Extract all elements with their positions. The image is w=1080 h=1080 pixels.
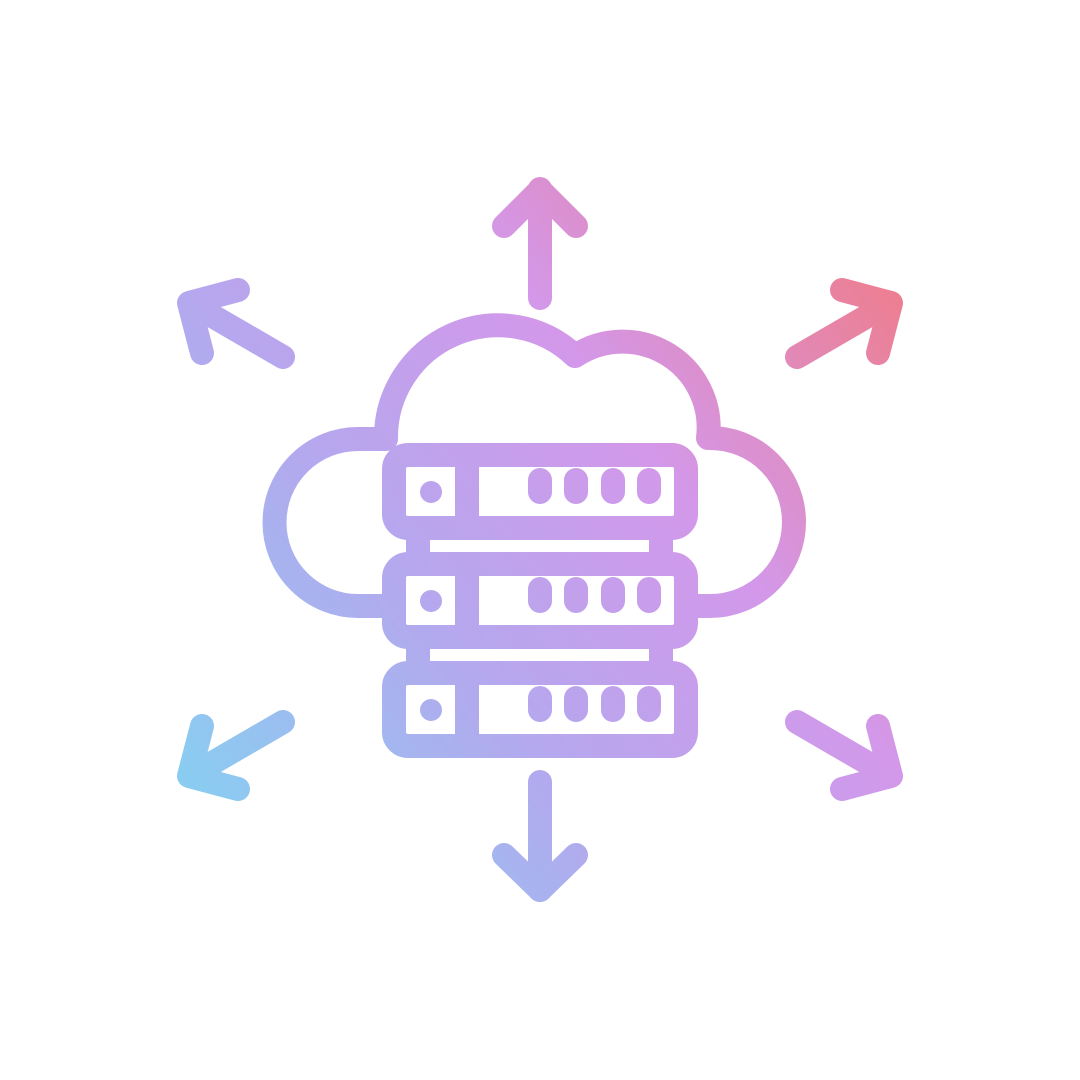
arrow-down-right-icon: [785, 710, 903, 801]
server-led-bottom: [420, 699, 442, 721]
server-unit-top: [382, 443, 698, 540]
server-unit-middle: [382, 552, 698, 649]
arrow-up-left-icon: [177, 278, 295, 369]
server-led-top: [420, 481, 442, 503]
server-unit-bottom: [382, 661, 698, 758]
server-led-middle: [420, 590, 442, 612]
arrow-up-icon: [492, 177, 588, 310]
cloud-icon: [262, 313, 806, 618]
arrow-down-icon: [492, 770, 588, 902]
arrow-down-left-icon: [177, 710, 295, 801]
server-rack-icon: [382, 443, 698, 758]
arrow-up-right-icon: [785, 278, 903, 369]
